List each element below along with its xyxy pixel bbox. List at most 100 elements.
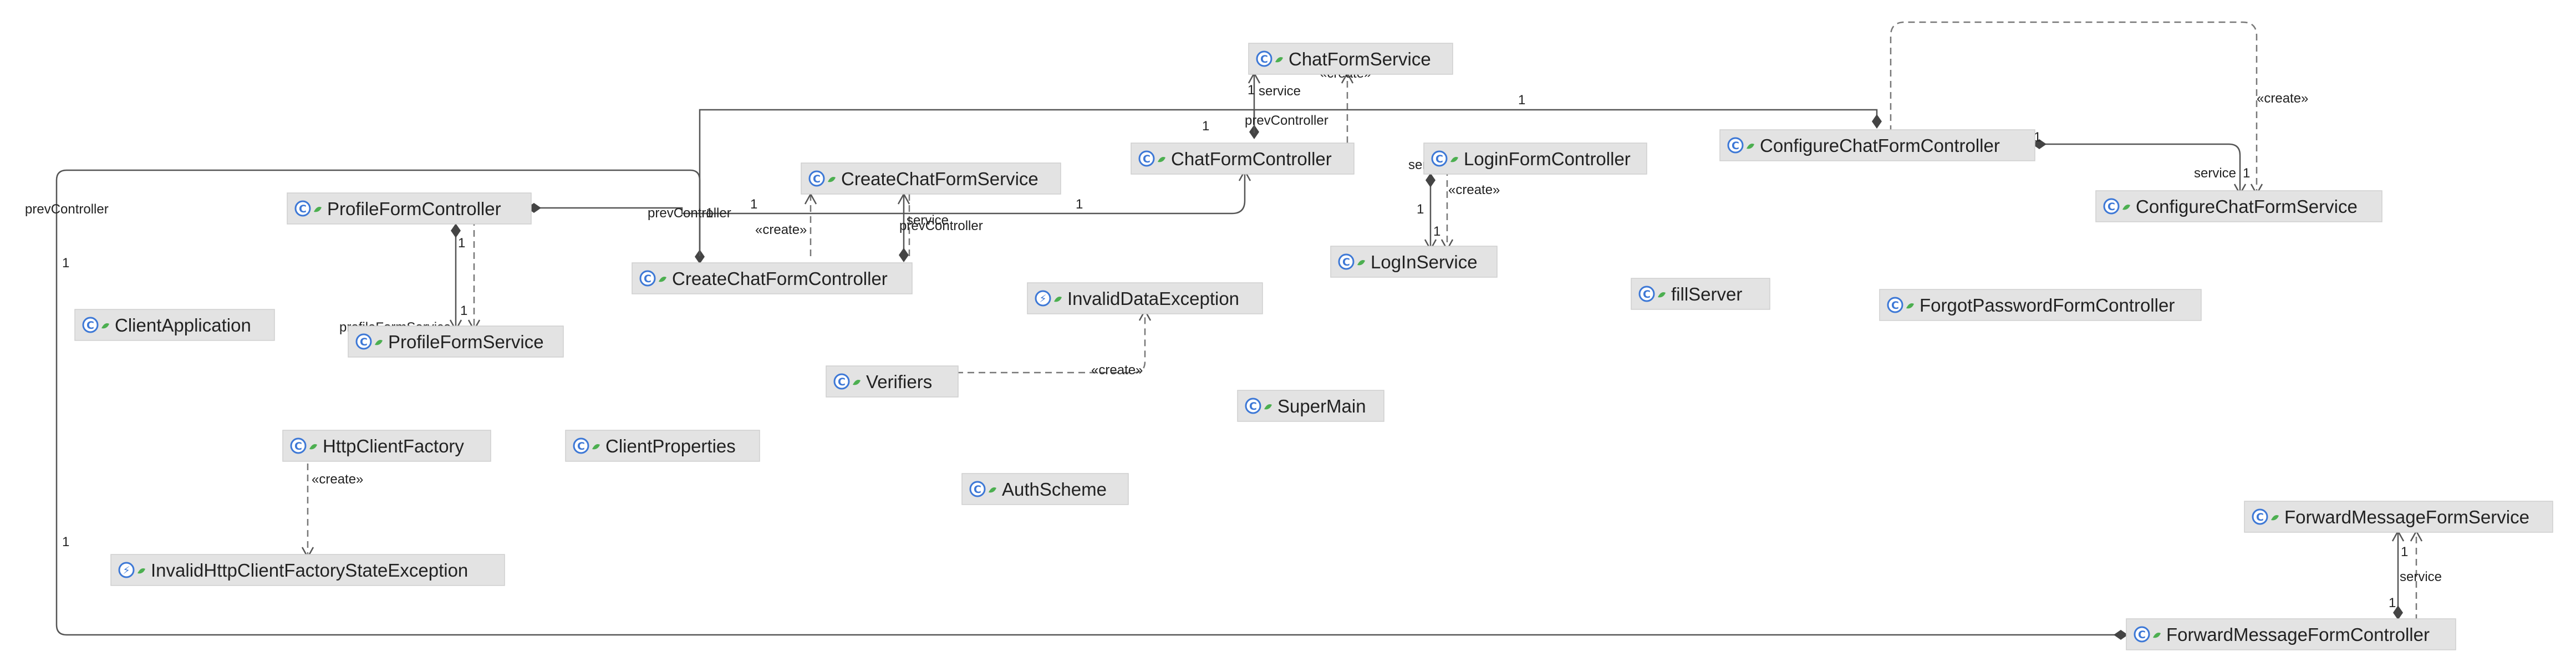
class-badge-icon bbox=[1138, 150, 1155, 167]
class-box-background bbox=[282, 430, 491, 462]
class-box-invalid-http-client-factory-state-exception[interactable]: ⚡InvalidHttpClientFactoryStateException bbox=[110, 554, 505, 586]
edge-configure-create-service bbox=[1890, 21, 2258, 194]
class-box-background bbox=[961, 473, 1129, 505]
class-badge-icon bbox=[1887, 297, 1903, 313]
label-prevcontroller: prevController bbox=[1245, 113, 1328, 128]
visibility-leaf-icon bbox=[1450, 157, 1458, 162]
class-badge-icon bbox=[808, 170, 825, 187]
class-badge-icon bbox=[573, 437, 589, 454]
badge-letter: C bbox=[360, 336, 368, 348]
composition-diamond bbox=[451, 223, 461, 238]
class-badge-icon bbox=[1431, 150, 1448, 167]
class-box-background bbox=[1027, 282, 1263, 314]
class-box-background bbox=[287, 192, 532, 225]
label-service: service bbox=[2400, 569, 2442, 584]
visibility-leaf-icon bbox=[2153, 633, 2161, 638]
badge-letter: C bbox=[974, 483, 981, 496]
badge-letter: C bbox=[2107, 201, 2115, 213]
class-box-client-application[interactable]: C ClientApplication bbox=[74, 309, 275, 341]
label-prevcontroller: prevController bbox=[899, 218, 983, 233]
class-name: LogInService bbox=[1371, 252, 1478, 272]
visibility-leaf-icon bbox=[1054, 297, 1062, 302]
class-name: ConfigureChatFormService bbox=[2136, 196, 2358, 217]
class-badge-icon bbox=[82, 317, 99, 333]
composition-diamond bbox=[695, 250, 705, 264]
label-multiplicity: 1 bbox=[460, 303, 467, 318]
class-name: SuperMain bbox=[1277, 396, 1366, 416]
badge-letter: C bbox=[2256, 511, 2264, 523]
badge-letter: ⚡ bbox=[123, 564, 130, 577]
class-badge-icon bbox=[2134, 626, 2150, 643]
class-name: ClientProperties bbox=[605, 436, 736, 456]
badge-letter: C bbox=[1143, 153, 1150, 165]
badge-letter: C bbox=[1891, 299, 1899, 312]
label-multiplicity: 1 bbox=[706, 206, 713, 221]
class-box-configure-chat-form-service[interactable]: C ConfigureChatFormService bbox=[2095, 190, 2382, 222]
class-badge-icon bbox=[1245, 398, 1261, 414]
visibility-leaf-icon bbox=[1264, 404, 1272, 410]
badge-letter: ⚡ bbox=[1039, 293, 1046, 305]
badge-letter: C bbox=[86, 319, 94, 332]
class-name: ClientApplication bbox=[115, 315, 251, 335]
composition-diamond bbox=[1426, 173, 1435, 187]
class-name: LoginFormController bbox=[1464, 149, 1631, 169]
class-box-background bbox=[2244, 501, 2553, 533]
class-badge-icon bbox=[294, 200, 311, 217]
label-create: «create» bbox=[2257, 91, 2308, 106]
class-name: ChatFormService bbox=[1289, 49, 1431, 69]
class-badge-icon bbox=[639, 270, 656, 287]
visibility-leaf-icon bbox=[2122, 205, 2130, 210]
visibility-leaf-icon bbox=[592, 444, 600, 450]
class-box-background bbox=[110, 554, 505, 586]
badge-letter: C bbox=[1260, 53, 1268, 65]
class-badge-icon bbox=[1638, 286, 1655, 302]
label-service: service bbox=[2194, 166, 2236, 181]
class-badge-icon bbox=[2252, 508, 2268, 525]
class-box-chat-form-service[interactable]: C ChatFormService bbox=[1248, 43, 1453, 75]
class-name: fillServer bbox=[1671, 284, 1742, 304]
visibility-leaf-icon bbox=[659, 277, 666, 282]
label-prevcontroller: prevController bbox=[25, 202, 109, 217]
visibility-leaf-icon bbox=[853, 380, 861, 385]
visibility-leaf-icon bbox=[2271, 515, 2279, 521]
class-badge-icon bbox=[2103, 198, 2120, 215]
visibility-leaf-icon bbox=[1658, 292, 1666, 298]
edge-verifiers-create-exception bbox=[956, 310, 1146, 374]
class-box-background bbox=[1423, 142, 1647, 175]
class-box-invalid-data-exception[interactable]: ⚡InvalidDataException bbox=[1027, 282, 1263, 314]
label-service: service bbox=[1259, 84, 1301, 99]
class-box-background bbox=[2126, 618, 2456, 650]
label-service: service bbox=[907, 213, 949, 228]
composition-diamond bbox=[899, 248, 909, 262]
class-box-background bbox=[348, 325, 564, 358]
class-box-background bbox=[1248, 43, 1453, 75]
label-multiplicity: 1 bbox=[62, 256, 69, 271]
visibility-leaf-icon bbox=[1357, 260, 1365, 266]
visibility-leaf-icon bbox=[1906, 303, 1914, 309]
class-badge-icon bbox=[969, 481, 986, 497]
visibility-leaf-icon bbox=[101, 323, 109, 329]
visibility-leaf-icon bbox=[309, 444, 317, 450]
badge-letter: C bbox=[1643, 288, 1651, 301]
class-badge-icon bbox=[1727, 137, 1744, 154]
badge-letter: C bbox=[813, 173, 821, 185]
